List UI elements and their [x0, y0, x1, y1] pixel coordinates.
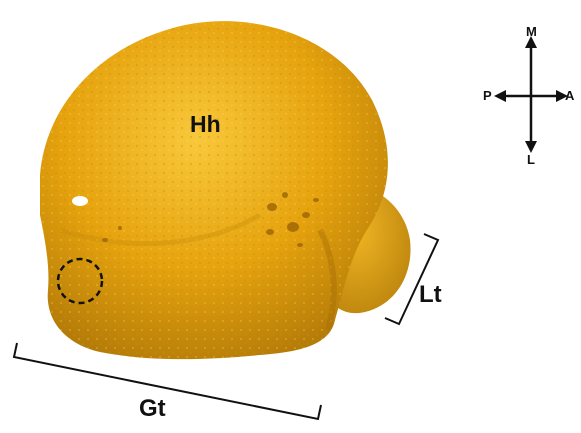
compass-anterior-label: A [565, 89, 574, 102]
orientation-compass [494, 36, 568, 153]
label-lesser-tubercle: Lt [419, 283, 442, 307]
compass-posterior-label: P [483, 89, 492, 102]
foramen-hole [72, 196, 88, 206]
compass-lateral-label: L [527, 153, 535, 166]
label-greater-tubercle: Gt [139, 397, 166, 421]
label-humeral-head: Hh [190, 113, 221, 136]
compass-medial-label: M [526, 25, 537, 38]
